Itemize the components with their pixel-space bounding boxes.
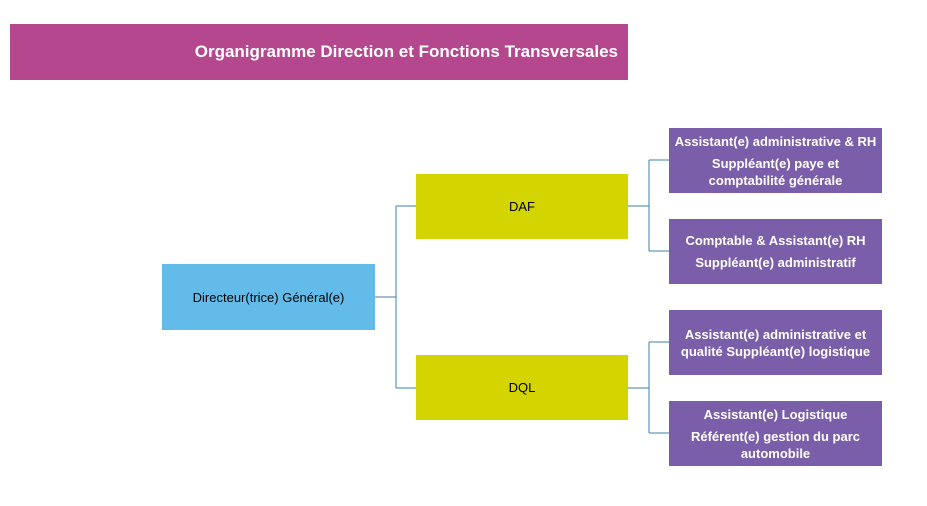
node-daf-child-1: Assistant(e) administrative & RH Suppléa… xyxy=(669,128,882,193)
node-daf: DAF xyxy=(416,174,628,239)
node-label: DQL xyxy=(508,380,536,395)
node-directeur-general: Directeur(trice) Général(e) xyxy=(162,264,375,330)
node-line-1: Assistant(e) administrative & RH xyxy=(674,133,877,149)
node-dql: DQL xyxy=(416,355,628,420)
node-line-1: Assistant(e) administrative et qualité S… xyxy=(680,326,871,359)
node-dql-child-1: Assistant(e) administrative et qualité S… xyxy=(669,310,882,375)
node-label: Directeur(trice) Général(e) xyxy=(192,289,345,305)
node-line-2: Référent(e) gestion du parc automobile xyxy=(690,428,861,461)
node-dql-child-2: Assistant(e) Logistique Référent(e) gest… xyxy=(669,401,882,466)
node-label: DAF xyxy=(509,199,535,214)
chart-title-bar: Organigramme Direction et Fonctions Tran… xyxy=(10,24,628,80)
node-line-1: Comptable & Assistant(e) RH xyxy=(685,233,866,248)
node-line-1: Assistant(e) Logistique xyxy=(703,406,848,422)
node-line-2: Suppléant(e) administratif xyxy=(695,255,856,270)
node-line-2: Suppléant(e) paye et comptabilité généra… xyxy=(708,155,843,188)
chart-title: Organigramme Direction et Fonctions Tran… xyxy=(194,42,618,61)
node-daf-child-2: Comptable & Assistant(e) RH Suppléant(e)… xyxy=(669,219,882,284)
